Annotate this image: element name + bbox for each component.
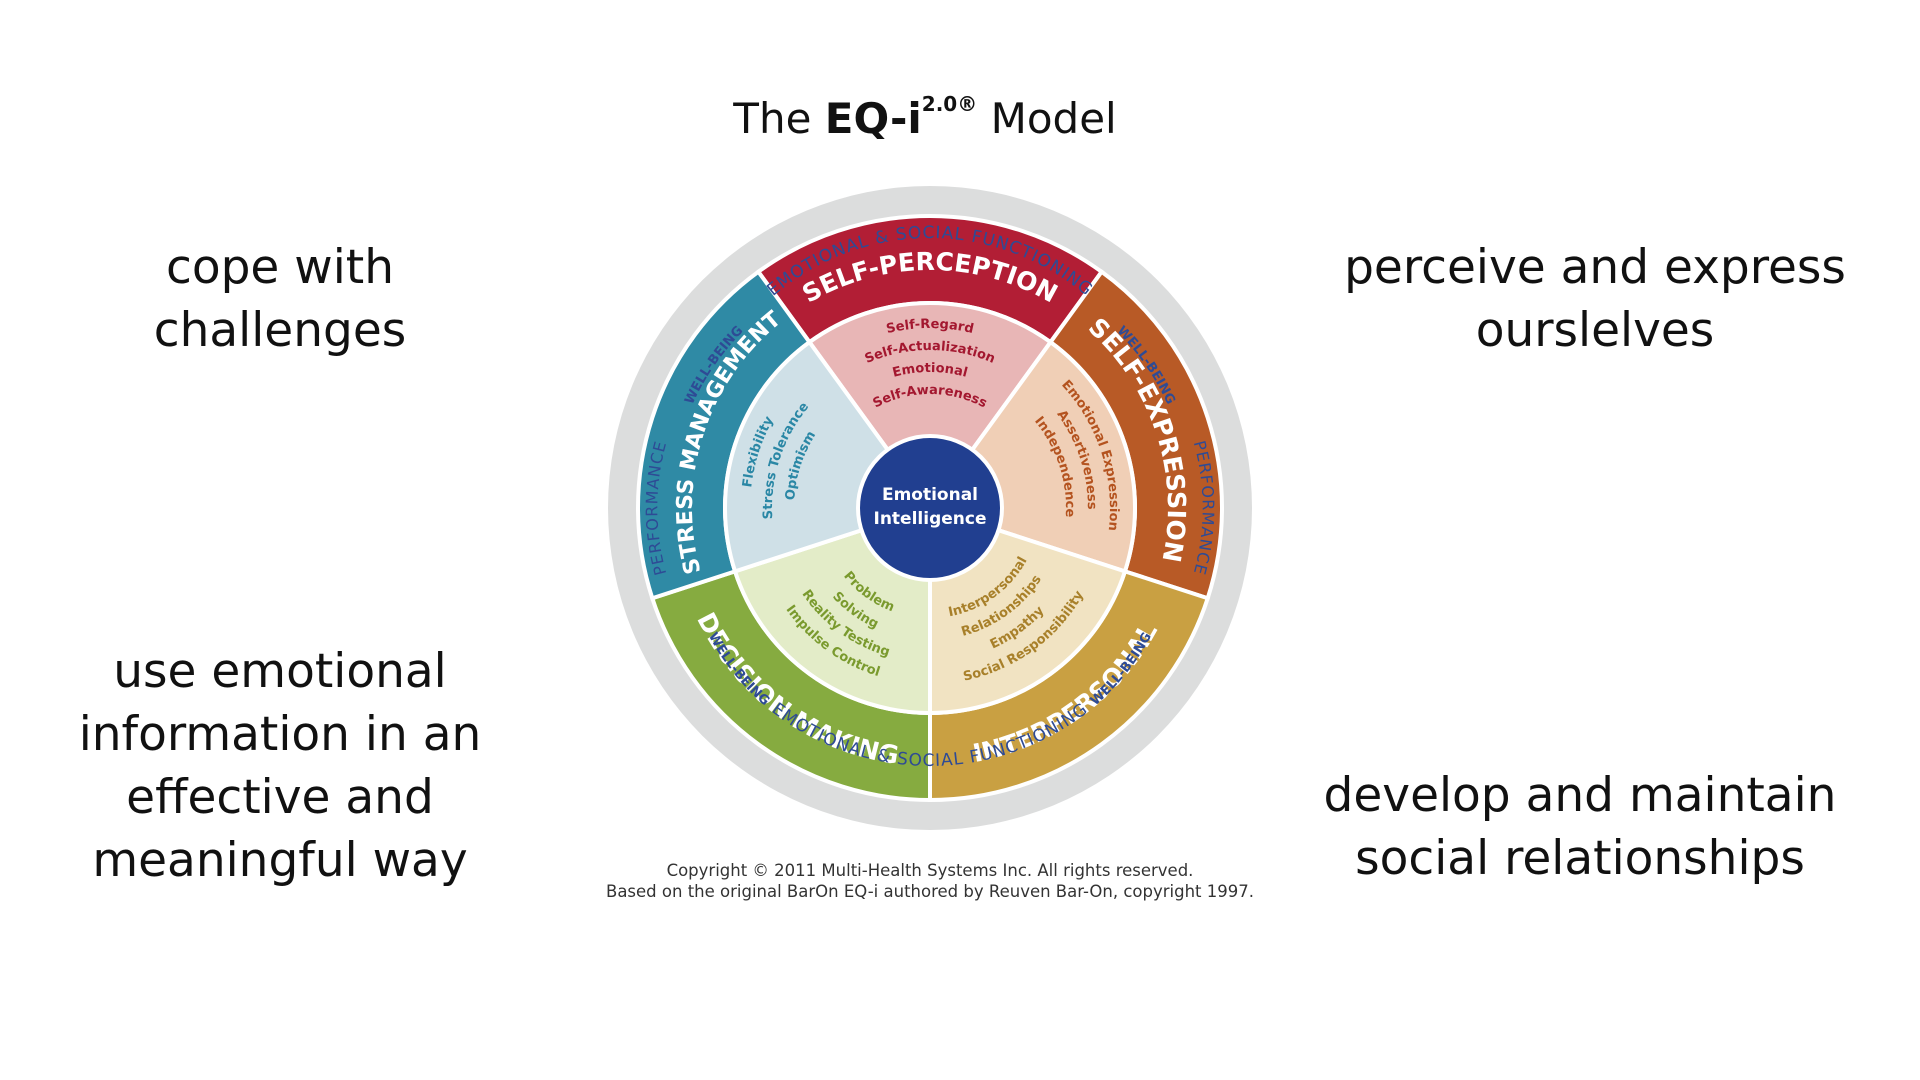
note-line: use emotional bbox=[113, 644, 447, 699]
center-label-line1: Emotional bbox=[882, 485, 978, 505]
title-brand: EQ-i bbox=[824, 94, 922, 143]
note-line: cope with bbox=[165, 240, 394, 295]
note-line: effective and bbox=[126, 770, 434, 825]
title-suffix: Model bbox=[990, 94, 1117, 143]
note-line: perceive and express bbox=[1344, 240, 1846, 295]
note-top-left: cope with challenges bbox=[110, 236, 450, 362]
note-bottom-left: use emotional information in an effectiv… bbox=[40, 640, 520, 892]
copyright-line: Based on the original BarOn EQ-i authore… bbox=[606, 882, 1254, 901]
note-top-right: perceive and express ourslelves bbox=[1330, 236, 1860, 362]
center-label-line2: Intelligence bbox=[874, 509, 987, 529]
copyright-line: Copyright © 2011 Multi-Health Systems In… bbox=[666, 861, 1194, 880]
note-line: develop and maintain bbox=[1323, 768, 1837, 823]
note-line: information in an bbox=[78, 707, 482, 762]
note-bottom-right: develop and maintain social relationship… bbox=[1320, 764, 1840, 890]
subscale-segments bbox=[723, 301, 1137, 716]
title-prefix: The bbox=[733, 94, 812, 143]
center-circle bbox=[856, 434, 1004, 582]
copyright-notice: Copyright © 2011 Multi-Health Systems In… bbox=[560, 860, 1300, 902]
eqi-wheel: SELF-PERCEPTIONSelf-RegardSelf-Actualiza… bbox=[608, 186, 1252, 830]
subscale-label: Self-Regard bbox=[885, 317, 975, 337]
note-line: social relationships bbox=[1355, 831, 1805, 886]
title-superscript: 2.0® bbox=[921, 92, 978, 116]
note-line: ourslelves bbox=[1475, 303, 1715, 358]
note-line: meaningful way bbox=[92, 833, 468, 888]
note-line: challenges bbox=[153, 303, 407, 358]
subscale-label: Emotional bbox=[891, 361, 969, 381]
diagram-title: The EQ-i2.0® Model bbox=[660, 92, 1190, 143]
